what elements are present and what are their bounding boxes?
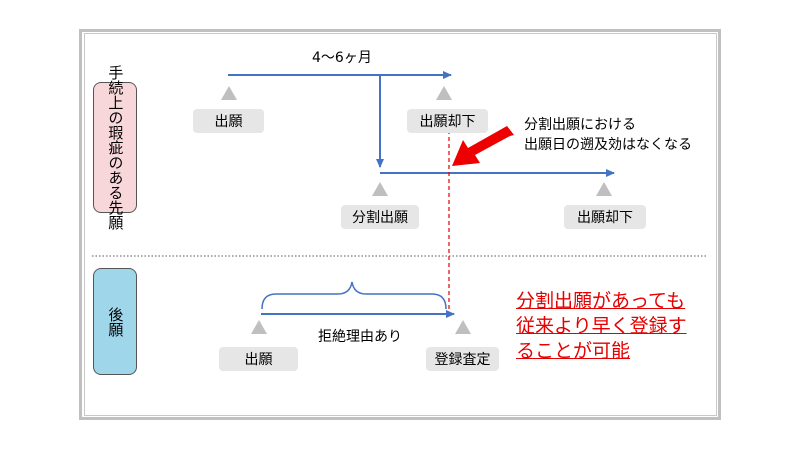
grant-decision-box: 登録査定 xyxy=(426,347,499,371)
divisional-application-box: 分割出願 xyxy=(341,205,419,229)
conclusion-text: 分割出願があっても 従来より早く登録す ることが可能 xyxy=(516,289,687,364)
triangle-marker-application xyxy=(221,86,237,100)
triangle-marker-divisional xyxy=(372,182,388,196)
conclusion-line-1: 分割出願があっても xyxy=(516,290,686,312)
application-box: 出願 xyxy=(193,109,264,133)
conclusion-line-3: ることが可能 xyxy=(516,340,631,362)
triangle-marker-rejection-1 xyxy=(436,86,452,100)
section-label-defective-prior-application: 手続上の瑕疵のある先願 xyxy=(93,65,137,230)
conclusion-line-2: 従来より早く登録す xyxy=(516,315,687,337)
rejection-box-1: 出願却下 xyxy=(407,109,488,133)
period-brace xyxy=(261,281,447,310)
section-label-lower-text: 後願 xyxy=(106,306,125,337)
section-label-upper-text: 手続上の瑕疵のある先願 xyxy=(106,65,125,230)
note-line-2: 出願日の遡及効はなくなる xyxy=(524,137,692,153)
diagram-frame-inner xyxy=(84,33,717,416)
period-label: 4〜6ヶ月 xyxy=(312,50,372,66)
triangle-marker-lower-application xyxy=(251,320,267,334)
note-line-1: 分割出願における xyxy=(524,117,636,133)
triangle-marker-grant xyxy=(455,320,471,334)
lower-application-box: 出願 xyxy=(219,347,298,371)
triangle-marker-rejection-2 xyxy=(596,182,612,196)
section-label-later-application: 後願 xyxy=(93,268,137,375)
red-pointer-arrow xyxy=(452,126,514,166)
rejection-reason-label: 拒絶理由あり xyxy=(318,329,402,345)
rejection-box-2: 出願却下 xyxy=(564,205,646,229)
